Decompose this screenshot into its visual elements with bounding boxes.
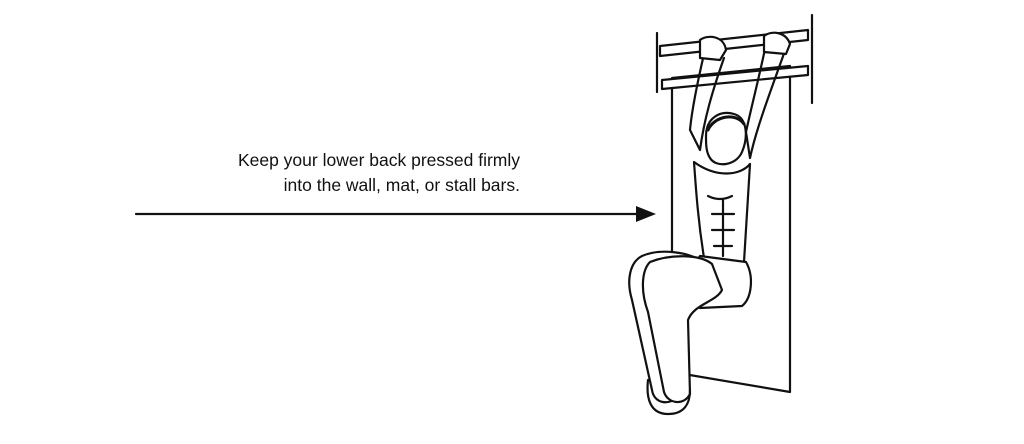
arrow-right-icon xyxy=(134,206,656,222)
figure-head xyxy=(704,111,747,166)
figure-torso xyxy=(692,160,752,264)
instruction-caption: Keep your lower back pressed firmly into… xyxy=(120,148,520,198)
instruction-line-1: Keep your lower back pressed firmly xyxy=(237,150,520,170)
figure-arms xyxy=(688,31,792,160)
instruction-line-2: into the wall, mat, or stall bars. xyxy=(283,175,520,195)
figure-legs xyxy=(628,250,724,416)
